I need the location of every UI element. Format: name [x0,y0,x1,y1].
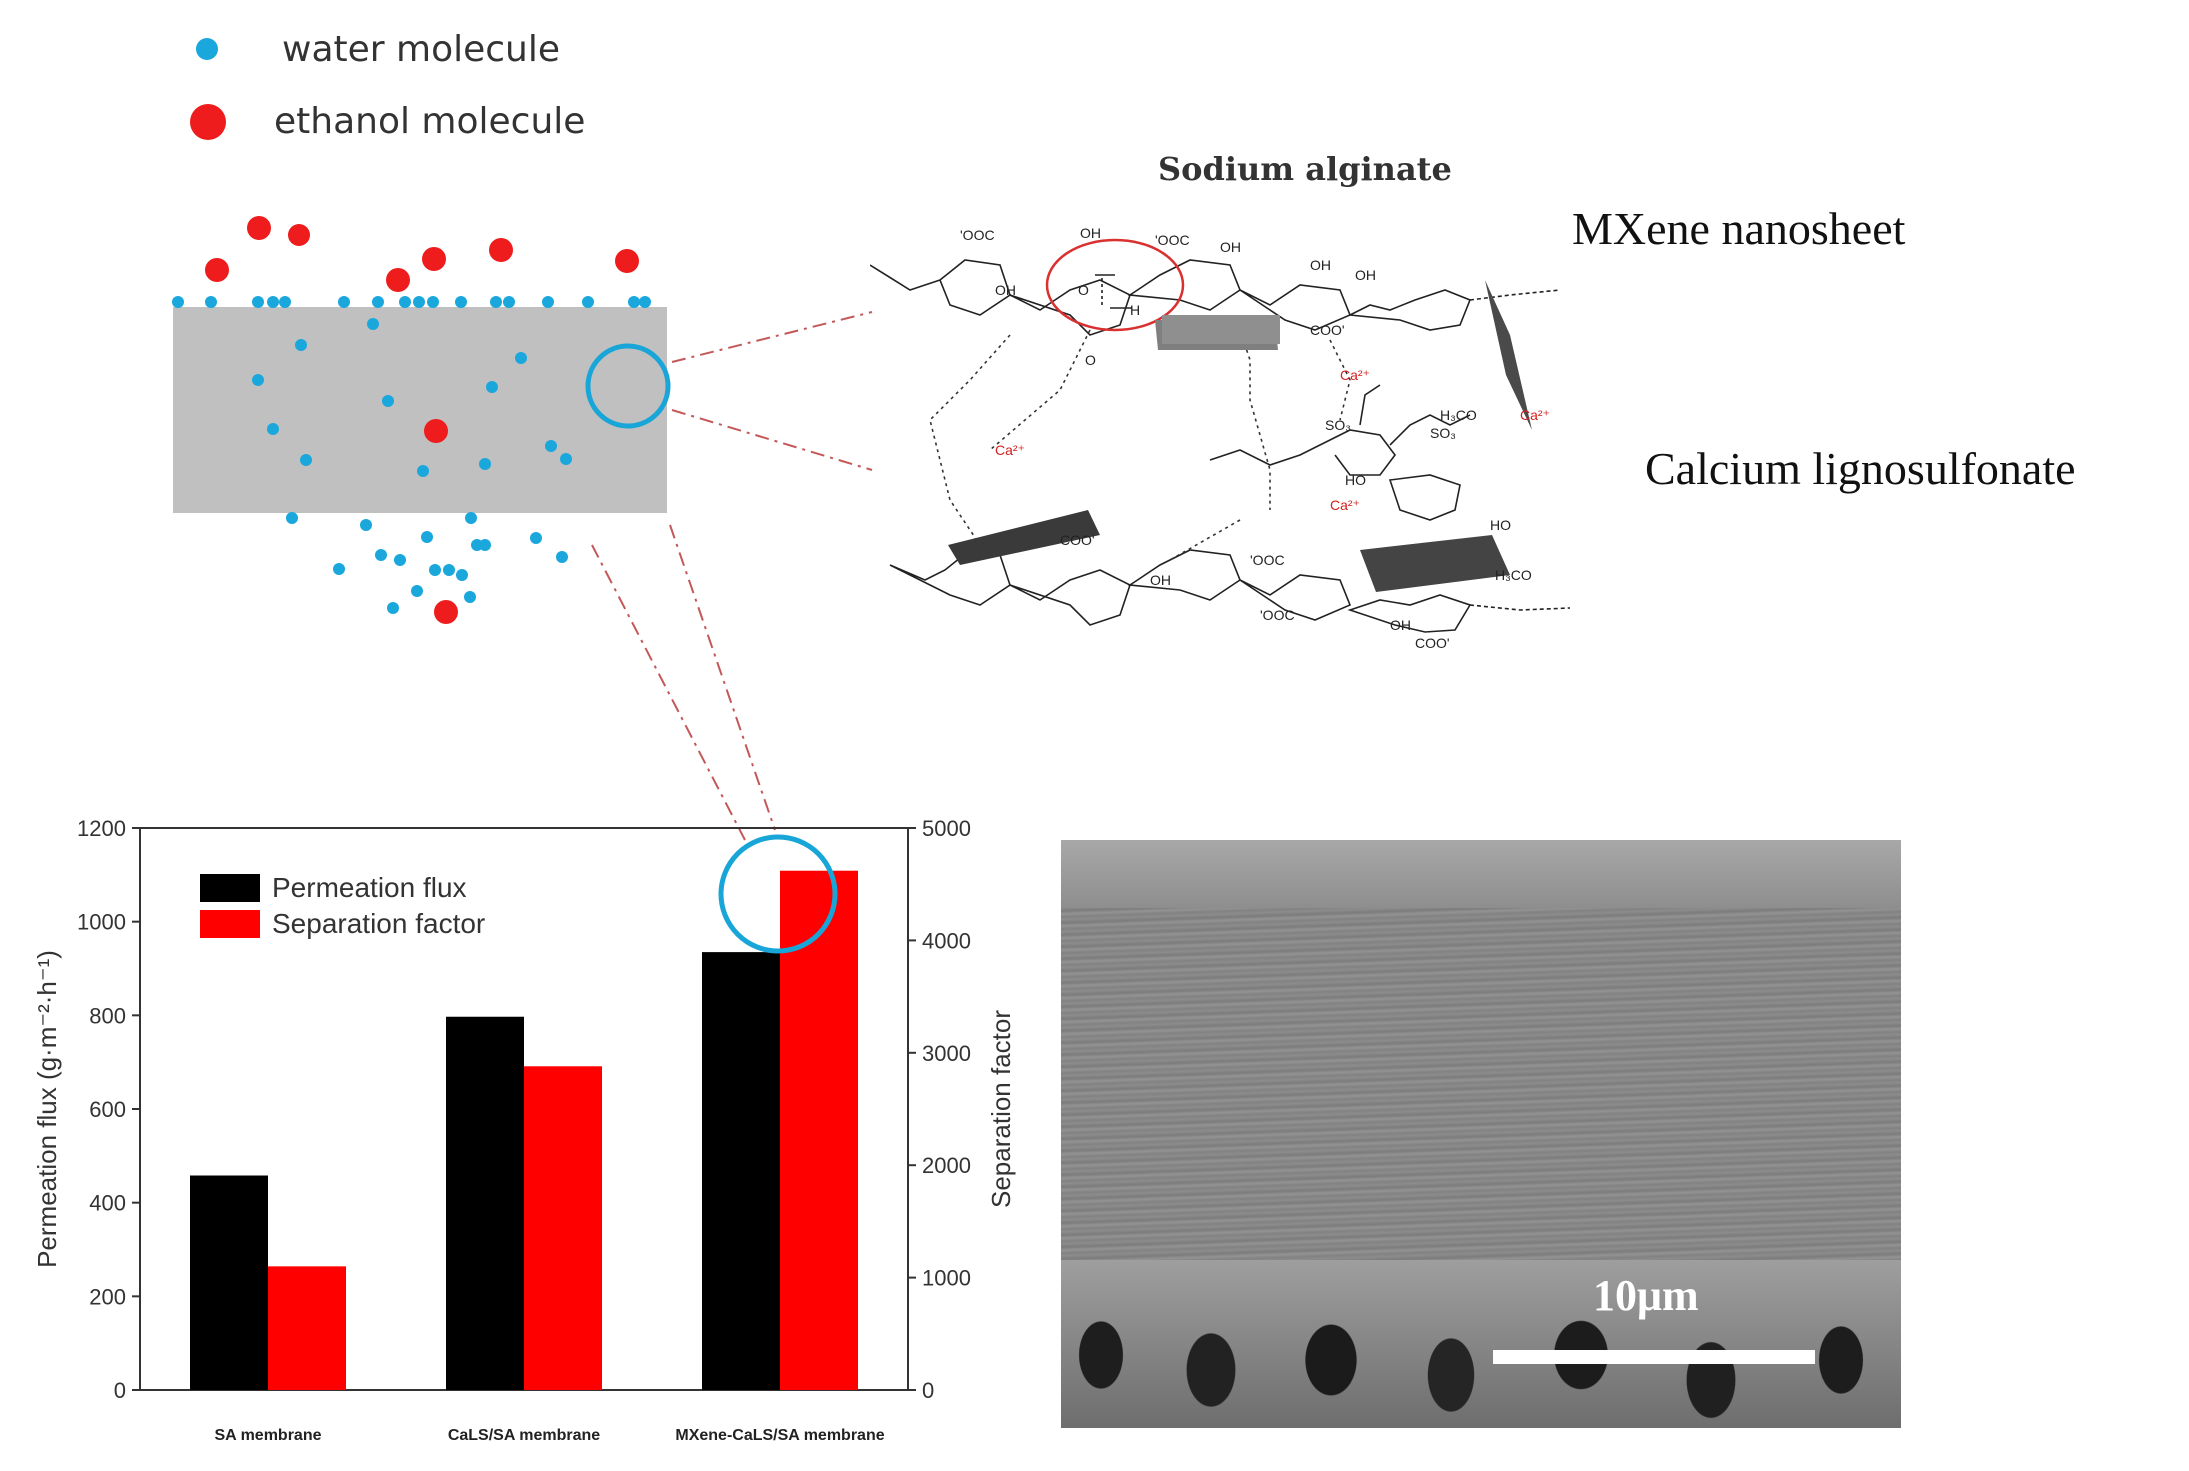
water-molecule-icon [196,38,218,60]
y-tick-label: 400 [89,1191,126,1216]
sulfonate-label: SO₃ [1430,425,1456,441]
hydroxyl-label: OH [995,282,1016,298]
calcium-ion-label: Ca²⁺ [1330,497,1360,513]
hydroxyl-label: HO [1490,517,1511,533]
calcium-ion-label: Ca²⁺ [995,442,1025,458]
legend-swatch-separation-factor [200,910,260,938]
y2-tick-label: 3000 [922,1041,971,1066]
y2-tick-label: 4000 [922,928,971,953]
sem-porous-layer [1061,1260,1901,1428]
y2-axis-label: Separation factor [986,1010,1016,1208]
ethanol-molecule-label: ethanol molecule [274,101,586,142]
mxene-nanosheets [948,280,1532,592]
sulfonate-label: SO₃ [1325,417,1351,433]
hydroxyl-label: OH [1220,239,1241,255]
carboxylate-label: 'OOC [1260,607,1295,623]
sodium-alginate-title: Sodium alginate [1158,150,1452,188]
hydroxyl-label: OH [1390,617,1411,633]
hydrogen-label: H [1130,302,1140,318]
x-tick-label: MXene-CaLS/SA membrane [675,1427,884,1444]
carboxylate-label: 'OOC [960,227,995,243]
zoom-connector-lines [591,311,873,841]
legend-swatch-permeation-flux [200,874,260,902]
calcium-lignosulfonate-label: Calcium lignosulfonate [1645,443,2076,494]
carboxylate-label: 'OOC [1250,552,1285,568]
bar-chart: 0 200 400 600 800 1000 1200 0 1000 2000 3000 4000 50… [32,816,1016,1444]
bar-permeation-flux [702,952,780,1390]
y-tick-label: 200 [89,1284,126,1309]
carboxylate-label: COO' [1310,322,1345,338]
hydroxyl-label: OH [1355,267,1376,283]
carboxylate-label: 'OOC [1155,232,1190,248]
calcium-ion-label: Ca²⁺ [1520,407,1550,423]
y2-tick-label: 1000 [922,1266,971,1291]
y-axis-label: Permeation flux (g·m⁻²·h⁻¹) [32,950,62,1268]
mxene-nanosheet-label: MXene nanosheet [1572,203,1906,254]
sem-top-layer [1061,840,1901,908]
oxygen-label: O [1078,282,1089,298]
legend-label-permeation-flux: Permeation flux [272,872,467,903]
hydroxyl-label: OH [1080,225,1101,241]
y-tick-label: 800 [89,1003,126,1028]
y2-tick-label: 0 [922,1378,934,1403]
water-molecules [172,296,651,614]
x-tick-label: CaLS/SA membrane [448,1427,600,1444]
membrane-block [173,307,667,513]
bar-permeation-flux [446,1016,524,1390]
sem-scale-label: 10μm [1593,1271,1699,1320]
sem-dense-layer [1061,908,1901,1260]
chart-legend: Permeation flux Separation factor [200,872,485,939]
y-tick-label: 0 [114,1378,126,1403]
chart-highlight-circle [718,834,838,954]
legend-label-separation-factor: Separation factor [272,908,485,939]
carboxylate-label: COO' [1060,532,1095,548]
sem-scale-bar [1493,1350,1815,1364]
oxygen-label: O [1085,352,1096,368]
y2-tick-label: 5000 [922,816,971,841]
hydroxyl-label: HO [1345,472,1366,488]
ethanol-molecule-icon [190,104,226,140]
methoxy-label: H₃CO [1495,567,1532,583]
hydroxyl-label: OH [1310,257,1331,273]
methoxy-label: H₃CO [1440,407,1477,423]
bar-separation-factor [780,870,858,1390]
carboxylate-label: COO' [1415,635,1450,651]
chemical-structure: 'OOC OH OH 'OOC OH OH OH COO' O H O HO S… [870,225,1571,651]
y-tick-label: 600 [89,1097,126,1122]
y-tick-label: 1000 [77,910,126,935]
y-tick-label: 1200 [77,816,126,841]
membrane-zoom-circle [585,343,671,429]
y2-tick-label: 2000 [922,1153,971,1178]
ethanol-molecules [205,216,639,624]
x-tick-label: SA membrane [215,1427,322,1444]
water-molecule-label: water molecule [282,29,561,70]
hydrogen-bond-highlight [1045,238,1185,332]
legend: water molecule ethanol molecule [180,20,600,150]
bar-separation-factor [524,1066,602,1390]
bar-permeation-flux [190,1175,268,1390]
sem-image: 10μm [1061,840,1901,1428]
bar-separation-factor [268,1266,346,1390]
calcium-ion-label: Ca²⁺ [1340,367,1370,383]
hydroxyl-label: OH [1150,572,1171,588]
